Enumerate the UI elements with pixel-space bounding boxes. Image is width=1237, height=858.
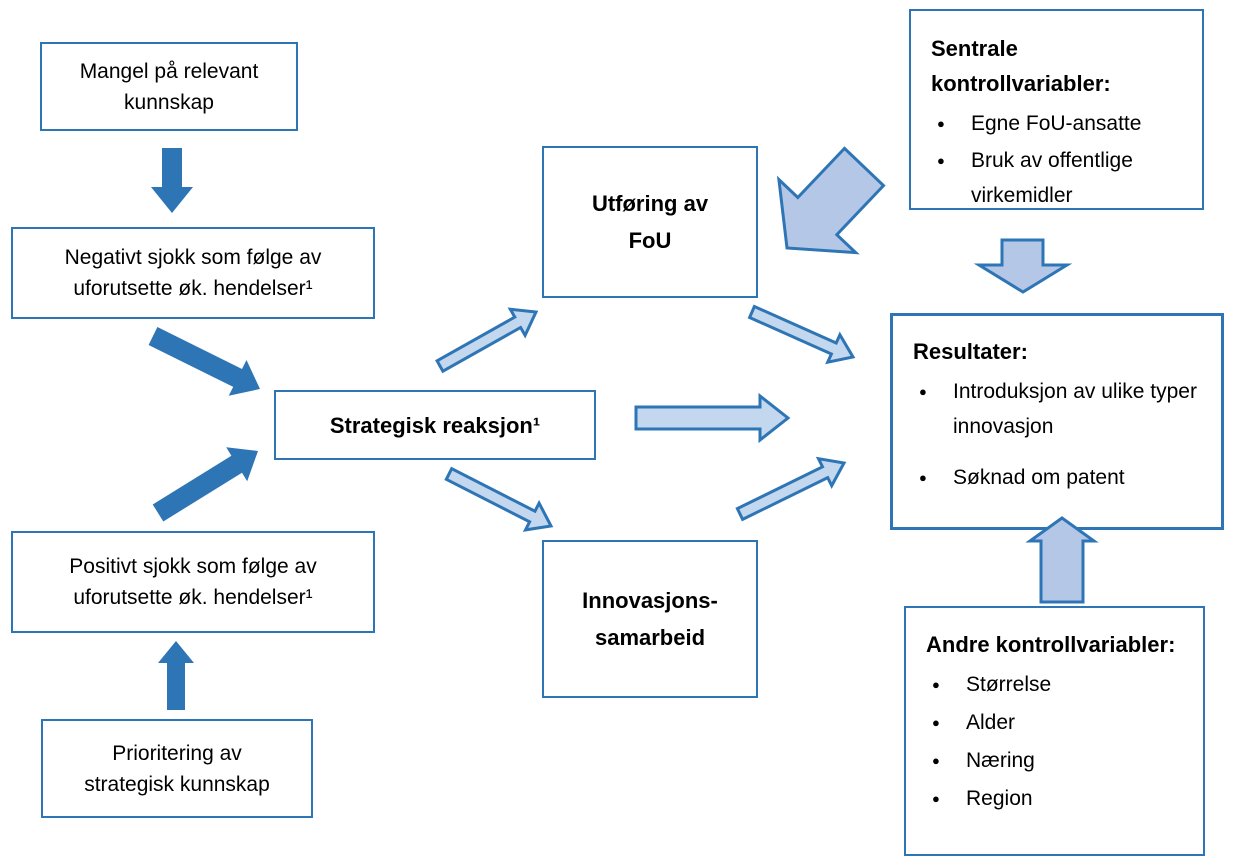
box-mangel-pa-relevant-kunnskap: Mangel på relevant kunnskap xyxy=(40,42,298,131)
box-text-line: uforutsette øk. hendelser¹ xyxy=(73,277,313,300)
box-positivt-sjokk: Positivt sjokk som følge av uforutsette … xyxy=(11,531,375,633)
box-text-line: kunnskap xyxy=(124,90,214,114)
arrow-andre-to-resultater xyxy=(1025,516,1099,604)
arrow-utforing-to-resultater xyxy=(747,304,856,365)
box-utforing-av-fou: Utføring av FoU xyxy=(542,146,758,298)
box-text-line: Positivt sjokk som følge av xyxy=(69,555,317,578)
box-text-line: Strategisk reaksjon¹ xyxy=(329,412,541,438)
list-item: Introduksjon av ulike typer innovasjon xyxy=(913,374,1207,444)
arrow-strategisk-to-innovasjons xyxy=(444,466,554,532)
box-andre-kontrollvariabler: Andre kontrollvariabler: Størrelse Alder… xyxy=(904,606,1205,856)
box-text-line: Utføring av xyxy=(591,191,709,216)
box-text-line: uforutsette øk. hendelser¹ xyxy=(73,586,313,609)
arrow-positivt-to-strategisk xyxy=(152,447,258,522)
box-text-line: samarbeid xyxy=(594,625,706,650)
list-item: Størrelse xyxy=(926,667,1189,702)
arrow-sentrale-to-utforing xyxy=(776,146,886,255)
box-text-line: strategisk kunnskap xyxy=(84,772,270,796)
arrow-prioritering-to-positivt xyxy=(158,641,194,710)
arrow-negativt-to-strategisk xyxy=(148,327,260,396)
list-item: Egne FoU-ansatte xyxy=(931,106,1188,141)
box-strategisk-reaksjon: Strategisk reaksjon¹ xyxy=(274,390,596,460)
box-innovasjonssamarbeid: Innovasjons- samarbeid xyxy=(542,540,758,698)
list-item: Søknad om patent xyxy=(913,460,1207,495)
box-title: Andre kontrollvariabler: xyxy=(926,632,1176,657)
box-text-line: Innovasjons- xyxy=(582,588,718,613)
box-negativt-sjokk: Negativt sjokk som følge av uforutsette … xyxy=(11,227,375,319)
bullet-list: Introduksjon av ulike typer innovasjon S… xyxy=(913,374,1207,495)
arrow-strategisk-to-resultater xyxy=(634,392,791,444)
list-item: Alder xyxy=(926,705,1189,740)
box-text-line: Negativt sjokk som følge av xyxy=(64,246,322,269)
box-title: Resultater: xyxy=(913,339,1028,364)
box-text-line: Prioritering av xyxy=(112,741,242,765)
bullet-list: Størrelse Alder Næring Region xyxy=(926,667,1189,816)
box-resultater: Resultater: Introduksjon av ulike typer … xyxy=(890,313,1224,530)
list-item: Region xyxy=(926,781,1189,816)
bullet-list: Egne FoU-ansatte Bruk av offentlige virk… xyxy=(931,106,1188,213)
list-item: Bruk av offentlige virkemidler xyxy=(931,143,1188,213)
box-sentrale-kontrollvariabler: Sentrale kontrollvariabler: Egne FoU-ans… xyxy=(909,9,1204,210)
arrow-sentrale-to-resultater xyxy=(973,238,1073,294)
box-title: Sentrale kontrollvariabler: xyxy=(931,36,1111,96)
box-text-line: FoU xyxy=(628,228,672,253)
box-text-line: Mangel på relevant xyxy=(79,59,259,83)
arrow-mangel-to-negativt xyxy=(151,148,193,213)
box-prioritering-strategisk-kunnskap: Prioritering av strategisk kunnskap xyxy=(41,719,313,818)
arrow-strategisk-to-utforing xyxy=(435,307,539,374)
arrow-innovasjons-to-resultater xyxy=(735,456,847,522)
list-item: Næring xyxy=(926,743,1189,778)
